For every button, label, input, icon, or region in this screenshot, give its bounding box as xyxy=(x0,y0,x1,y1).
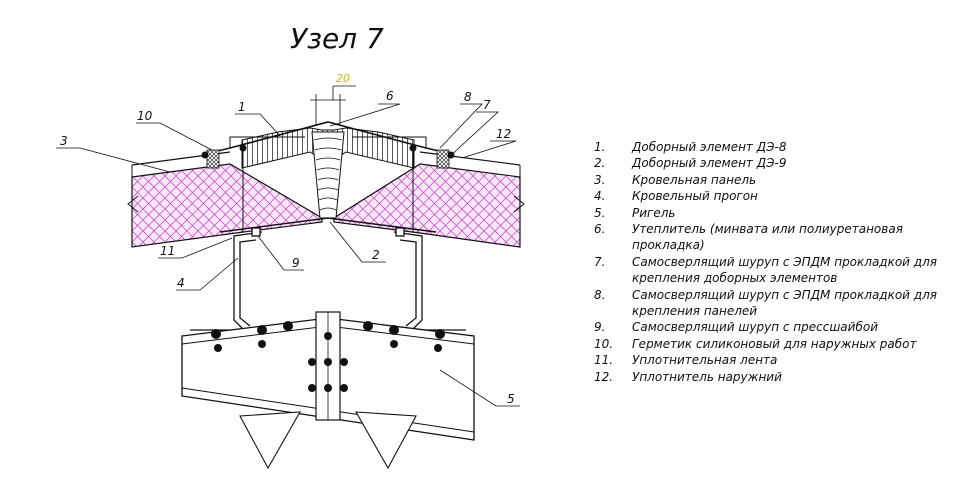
leader-lines xyxy=(56,103,520,407)
dimension-20 xyxy=(310,85,356,126)
legend-item: 6. Утеплитель (минвата или полиуретанова… xyxy=(594,221,964,254)
legend-number: 4. xyxy=(594,189,606,204)
legend-number: 6. xyxy=(594,222,606,237)
legend-number: 3. xyxy=(594,172,606,187)
ridge-flashing-de8 xyxy=(204,121,453,155)
rafter-beam xyxy=(181,311,475,470)
panel-screws xyxy=(201,144,455,232)
callout-2: 2 xyxy=(372,248,380,262)
legend-item: 7. Самосверлящий шуруп с ЭПДМ прокладкой… xyxy=(594,254,964,287)
legend-number: 1. xyxy=(594,140,606,154)
legend-number: 2. xyxy=(594,156,606,171)
legend-text: Самосверлящий шуруп с ЭПДМ прокладкой дл… xyxy=(632,254,937,286)
legend-item: 9. Самосверлящий шуруп с прессшайбой xyxy=(594,319,964,335)
legend-number: 7. xyxy=(594,254,606,269)
callouts: 1 6 10 3 8 7 12 11 4 9 2 5 xyxy=(60,89,515,406)
legend-item: 10. Герметик силиконовый для наружных ра… xyxy=(594,336,964,352)
beam-bolts xyxy=(211,321,445,392)
legend-text: Самосверлящий шуруп с прессшайбой xyxy=(632,320,878,335)
legend-text: Герметик силиконовый для наружных работ xyxy=(632,336,917,351)
legend-text: Ригель xyxy=(632,205,676,220)
inner-flashing-de9 xyxy=(219,217,437,233)
left-roof-panel xyxy=(127,151,323,248)
legend: 1. Доборный элемент ДЭ-8 2. Доборный эле… xyxy=(594,139,964,385)
legend-number: 10. xyxy=(594,336,614,351)
legend-number: 11. xyxy=(594,353,614,368)
legend-item: 12. Уплотнитель наружний xyxy=(594,369,964,385)
legend-number: 5. xyxy=(594,205,606,220)
callout-5: 5 xyxy=(507,392,515,406)
legend-text: Уплотнительная лента xyxy=(632,353,778,368)
legend-item: 5. Ригель xyxy=(594,205,964,221)
callout-12: 12 xyxy=(496,127,511,141)
legend-number: 8. xyxy=(594,287,606,302)
legend-item: 8. Самосверлящий шуруп с ЭПДМ прокладкой… xyxy=(594,287,964,320)
legend-item: 4. Кровельный прогон xyxy=(594,188,964,204)
legend-item: 3. Кровельная панель xyxy=(594,172,964,188)
callout-3: 3 xyxy=(60,134,68,148)
legend-text: Утеплитель (минвата или полиуретановая п… xyxy=(632,222,903,253)
callout-7: 7 xyxy=(483,98,491,112)
legend-number: 9. xyxy=(594,320,606,335)
callout-9: 9 xyxy=(292,256,300,270)
sealant-left xyxy=(206,149,220,169)
legend-number: 12. xyxy=(594,369,614,384)
legend-text: Уплотнитель наружний xyxy=(632,369,782,384)
legend-text: Доборный элемент ДЭ-8 xyxy=(632,140,787,154)
legend-text: Кровельная панель xyxy=(632,172,757,187)
legend-text: Доборный элемент ДЭ-9 xyxy=(632,156,787,171)
callout-11: 11 xyxy=(160,244,175,258)
callout-10: 10 xyxy=(137,109,153,123)
legend-item: 1. Доборный элемент ДЭ-8 xyxy=(594,139,964,155)
callout-8: 8 xyxy=(464,90,472,104)
sealant-right xyxy=(436,149,450,169)
drawing-title: Узел 7 xyxy=(290,22,384,55)
callout-4: 4 xyxy=(177,276,185,290)
callout-1: 1 xyxy=(238,100,246,114)
legend-text: Самосверлящий шуруп с ЭПДМ прокладкой дл… xyxy=(632,287,937,319)
dimension-label: 20 xyxy=(336,72,350,85)
legend-item: 11. Уплотнительная лента xyxy=(594,352,964,368)
callout-6: 6 xyxy=(386,89,394,103)
right-roof-panel xyxy=(333,151,525,248)
legend-item: 2. Доборный элемент ДЭ-9 xyxy=(594,155,964,171)
legend-text: Кровельный прогон xyxy=(632,189,758,204)
ridge-insulation xyxy=(241,127,415,219)
